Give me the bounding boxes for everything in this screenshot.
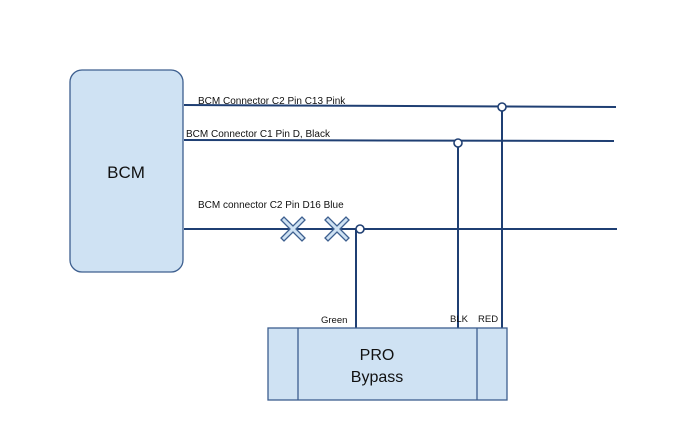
- bcm-label: BCM: [107, 163, 145, 182]
- wire-pink: [183, 104, 617, 108]
- bcm-block: [69, 69, 184, 273]
- junction-dot-icon: [497, 102, 507, 112]
- pro-bypass-module: [267, 327, 508, 401]
- wire-black: [183, 139, 615, 142]
- cut-x-icon: [280, 216, 306, 242]
- cut-x-icon: [324, 216, 350, 242]
- pro-bypass-title-line2: Bypass: [351, 369, 403, 386]
- module-wire-label-blk: BLK: [450, 314, 469, 325]
- wire-label-blue: BCM connector C2 Pin D16 Blue: [198, 200, 344, 211]
- junction-dot-icon: [453, 138, 463, 148]
- pro-bypass-title-line1: PRO: [360, 347, 395, 364]
- wire-label-black: BCM Connector C1 Pin D, Black: [186, 129, 331, 140]
- wire-label-pink: BCM Connector C2 Pin C13 Pink: [198, 96, 346, 107]
- junction-dot-icon: [355, 224, 365, 234]
- module-wire-label-red: RED: [478, 314, 498, 325]
- module-wire-label-green: Green: [321, 315, 347, 326]
